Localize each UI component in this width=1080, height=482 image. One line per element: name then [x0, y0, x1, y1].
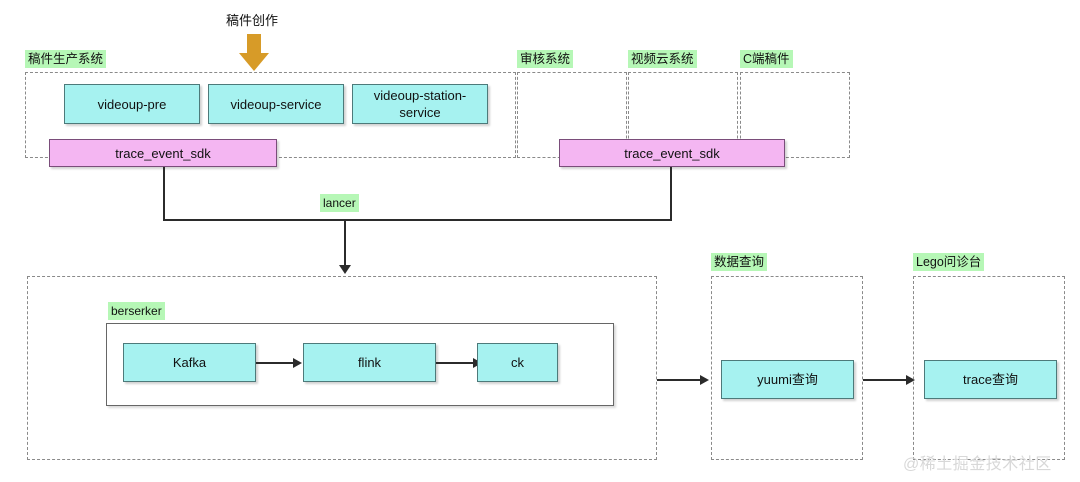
connector-bus-to-pipeline	[344, 219, 346, 266]
group-label-berserker: berserker	[108, 302, 165, 320]
input-arrow-stem	[247, 34, 261, 54]
connector-left-sdk-down	[163, 167, 165, 220]
connector-data-query-to-lego	[863, 379, 907, 381]
group-pipeline	[27, 276, 657, 460]
node-videoup-pre[interactable]: videoup-pre	[64, 84, 200, 124]
group-label-data-query: 数据查询	[711, 253, 768, 271]
connector-right-sdk-down	[670, 167, 672, 220]
group-data-query	[711, 276, 863, 460]
connector-pipeline-to-data-query	[657, 379, 701, 381]
node-videoup-station-service[interactable]: videoup-station-service	[352, 84, 488, 124]
group-lego-console	[913, 276, 1065, 460]
arrow-data-query-to-lego-icon	[906, 375, 915, 385]
input-arrow-head-icon	[239, 53, 269, 71]
watermark: @稀土掘金技术社区	[903, 456, 1052, 473]
node-videoup-service[interactable]: videoup-service	[208, 84, 344, 124]
arrow-kafka-to-flink-icon	[293, 358, 302, 368]
arrow-pipeline-to-data-query-icon	[700, 375, 709, 385]
node-trace-query[interactable]: trace查询	[924, 360, 1057, 399]
group-label-lego-console: Lego问诊台	[913, 253, 985, 271]
group-label-lancer: lancer	[320, 194, 359, 212]
connector-kafka-to-flink	[256, 362, 294, 364]
group-label-video-cloud-system: 视频云系统	[628, 50, 697, 68]
node-ck[interactable]: ck	[477, 343, 558, 382]
group-label-c-side-manuscript: C端稿件	[740, 50, 793, 68]
group-c-side-manuscript	[740, 72, 850, 158]
group-label-review-system: 审核系统	[517, 50, 574, 68]
input-source-label: 稿件创作	[226, 13, 279, 28]
connector-flink-to-ck	[436, 362, 474, 364]
node-flink[interactable]: flink	[303, 343, 436, 382]
node-kafka[interactable]: Kafka	[123, 343, 256, 382]
node-trace-event-sdk-right[interactable]: trace_event_sdk	[559, 139, 785, 167]
node-trace-event-sdk-left[interactable]: trace_event_sdk	[49, 139, 277, 167]
arrow-bus-to-pipeline-icon	[339, 265, 351, 274]
group-label-production-system: 稿件生产系统	[25, 50, 107, 68]
connector-lancer-bus	[163, 219, 672, 221]
node-yuumi-query[interactable]: yuumi查询	[721, 360, 854, 399]
